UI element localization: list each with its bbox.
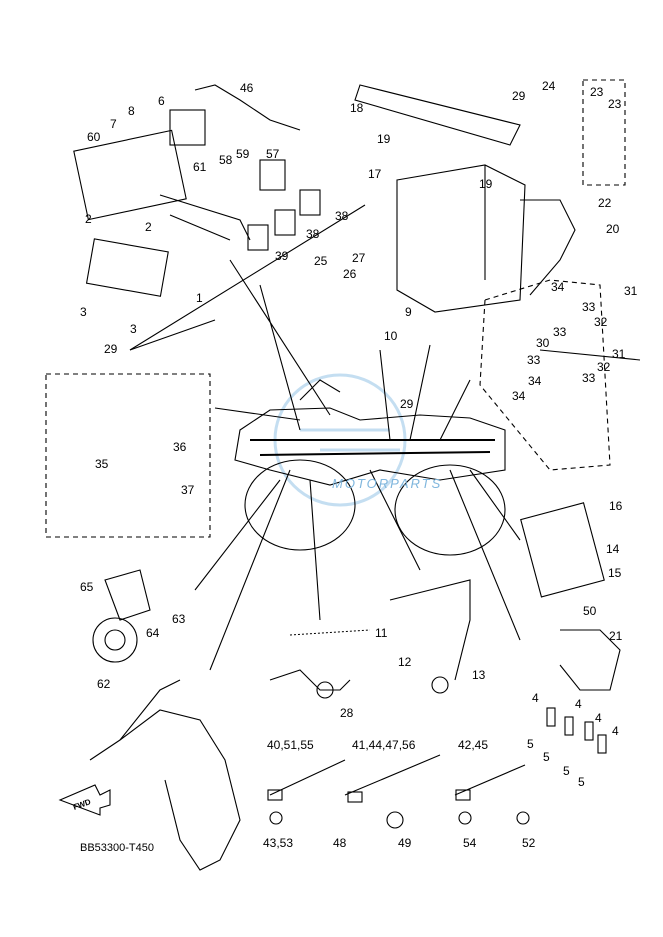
callout-29: 29: [512, 89, 526, 103]
callout-9: 9: [405, 305, 412, 319]
callout-22: 22: [598, 196, 612, 210]
callout-23a: 23: [590, 85, 604, 99]
callout-23b: 23: [608, 97, 622, 111]
callout-25: 25: [314, 254, 328, 268]
callout-63: 63: [172, 612, 186, 626]
callout-8: 8: [128, 104, 135, 118]
callout-29c: 29: [400, 397, 414, 411]
callout-37: 37: [181, 483, 195, 497]
callout-64: 64: [146, 626, 160, 640]
callout-38b: 38: [306, 227, 320, 241]
callout-16: 16: [609, 499, 623, 513]
callout-13: 13: [472, 668, 486, 682]
callout-17: 17: [368, 167, 382, 181]
callout-33b: 33: [553, 325, 567, 339]
callout-5c: 5: [563, 764, 570, 778]
callout-33a: 33: [582, 300, 596, 314]
callout-33d: 33: [582, 371, 596, 385]
callout-62: 62: [97, 677, 111, 691]
callout-5d: 5: [578, 775, 585, 789]
callout-20: 20: [606, 222, 620, 236]
callout-50: 50: [583, 604, 597, 618]
callout-4c: 4: [595, 711, 602, 725]
callout-31a: 31: [624, 284, 638, 298]
callout-49: 49: [398, 836, 412, 850]
callout-1: 1: [196, 291, 203, 305]
callout-34c: 34: [512, 389, 526, 403]
callout-42-45: 42,45: [458, 738, 489, 752]
callout-24: 24: [542, 79, 556, 93]
diagram-code: BB53300-T450: [80, 842, 154, 854]
battery: [396, 164, 526, 313]
callout-2b: 2: [145, 220, 152, 234]
callout-48: 48: [333, 836, 347, 850]
callout-3a: 3: [80, 305, 87, 319]
callout-4b: 4: [575, 697, 582, 711]
callout-12: 12: [398, 655, 412, 669]
callout-15: 15: [608, 566, 622, 580]
callout-21: 21: [609, 629, 623, 643]
callout-61: 61: [193, 160, 207, 174]
callout-4d: 4: [612, 724, 619, 738]
callout-28: 28: [340, 706, 354, 720]
callout-26: 26: [343, 267, 357, 281]
callout-38: 38: [335, 209, 349, 223]
callout-40-51-55: 40,51,55: [267, 738, 314, 752]
callout-5a: 5: [527, 737, 534, 751]
callout-52: 52: [522, 836, 536, 850]
callout-3b: 3: [130, 322, 137, 336]
callout-34: 34: [551, 280, 565, 294]
callout-60: 60: [87, 130, 101, 144]
callout-19b: 19: [479, 177, 493, 191]
callout-35: 35: [95, 457, 109, 471]
callout-34b: 34: [528, 374, 542, 388]
callout-41-44-47-56: 41,44,47,56: [352, 738, 416, 752]
callout-4a: 4: [532, 691, 539, 705]
callout-7: 7: [110, 117, 117, 131]
callout-32a: 32: [594, 315, 608, 329]
callout-32b: 32: [597, 360, 611, 374]
callout-39: 39: [275, 249, 289, 263]
callout-27: 27: [352, 251, 366, 265]
callout-5b: 5: [543, 750, 550, 764]
callout-14: 14: [606, 542, 620, 556]
callout-6: 6: [158, 94, 165, 108]
watermark-text: MOTORPARTS: [332, 476, 443, 491]
callout-54: 54: [463, 836, 477, 850]
callout-58: 58: [219, 153, 233, 167]
callout-29b: 29: [104, 342, 118, 356]
callout-65: 65: [80, 580, 94, 594]
callout-57: 57: [266, 147, 280, 161]
callout-33c: 33: [527, 353, 541, 367]
callout-18: 18: [350, 101, 364, 115]
atv-silhouette: [234, 379, 506, 556]
ecu-leader-lines: [129, 204, 366, 431]
callout-46: 46: [240, 81, 254, 95]
callout-2a: 2: [85, 212, 92, 226]
callout-10: 10: [384, 329, 398, 343]
callout-30: 30: [536, 336, 550, 350]
callout-59: 59: [236, 147, 250, 161]
callout-19a: 19: [377, 132, 391, 146]
callout-31b: 31: [612, 347, 626, 361]
callout-11: 11: [375, 626, 388, 640]
callout-36: 36: [173, 440, 187, 454]
callout-43-53: 43,53: [263, 836, 294, 850]
